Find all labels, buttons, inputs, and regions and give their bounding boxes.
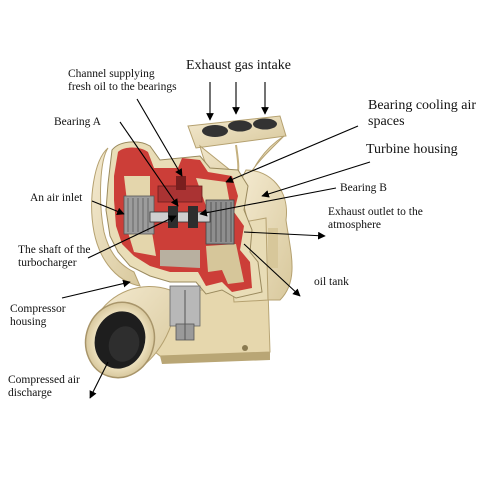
label-compressor-housing: Compressor housing (10, 303, 66, 328)
compressor-wheel (123, 195, 155, 235)
label-turbine-housing: Turbine housing (366, 142, 458, 157)
discharge-pipe (84, 286, 177, 379)
label-bearing-a: Bearing A (54, 116, 101, 128)
turbine-wheel (205, 199, 235, 245)
label-bearing-cooling: Bearing cooling air spaces (368, 98, 477, 129)
label-exhaust-intake: Exhaust gas intake (186, 58, 291, 73)
label-shaft: The shaft of the turbocharger (18, 244, 91, 269)
label-air-inlet: An air inlet (30, 192, 83, 204)
label-compressed-air: Compressed air discharge (8, 374, 80, 399)
label-exhaust-outlet: Exhaust outlet to the atmosphere (328, 206, 423, 231)
leader-lines (61, 82, 371, 399)
label-oil-tank: oil tank (314, 276, 349, 288)
label-channel: Channel supplying fresh oil to the beari… (68, 68, 177, 93)
compressor-scroll (91, 147, 141, 287)
cutaway-body (105, 141, 263, 299)
base-mechanism (169, 285, 201, 341)
label-bearing-b: Bearing B (340, 182, 387, 194)
